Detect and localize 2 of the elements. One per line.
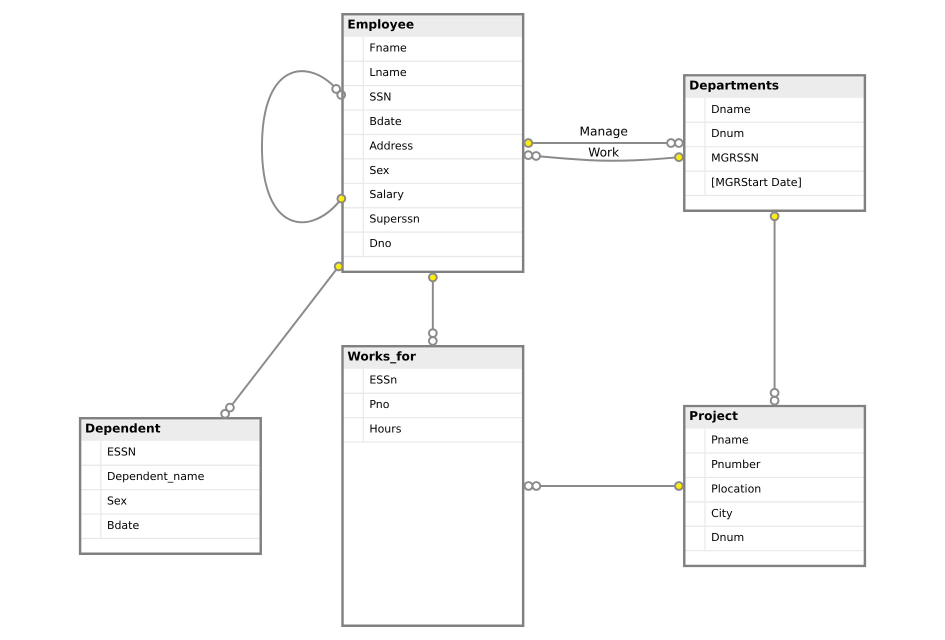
edge-label: Work [588, 145, 620, 160]
edge-label: Manage [579, 124, 628, 139]
